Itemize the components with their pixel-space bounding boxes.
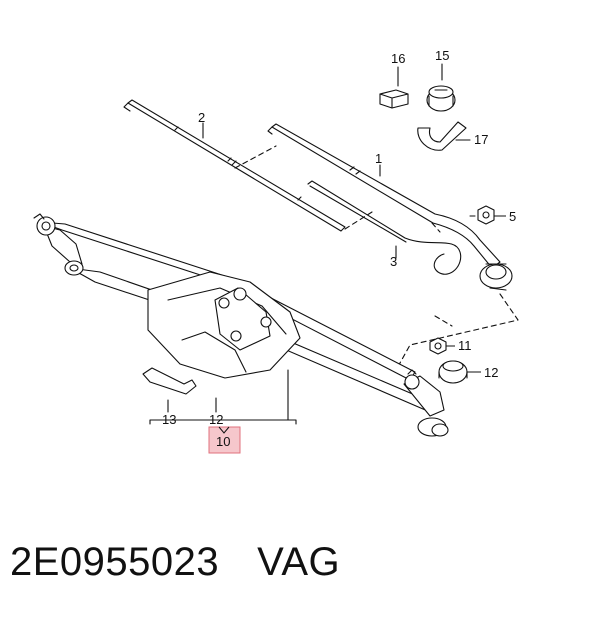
callout-13: 13 bbox=[162, 412, 176, 427]
cap-part-15 bbox=[426, 63, 456, 112]
callout-10: 10 bbox=[216, 434, 230, 449]
callout-2: 2 bbox=[198, 110, 205, 125]
washer-hose-part-3 bbox=[307, 180, 462, 275]
label-leaders bbox=[167, 122, 397, 413]
callout-12-right: 12 bbox=[484, 365, 498, 380]
callout-15: 15 bbox=[435, 48, 449, 63]
bottom-bracket bbox=[149, 369, 297, 425]
highlight-box bbox=[208, 426, 241, 454]
part-number: 2E0955023 bbox=[10, 540, 220, 584]
nut-part-5 bbox=[477, 205, 495, 225]
callout-5: 5 bbox=[509, 209, 516, 224]
wiper-arm-part-1 bbox=[267, 123, 501, 269]
callout-3: 3 bbox=[390, 254, 397, 269]
grommet-part-12 bbox=[438, 360, 468, 384]
wiper-blade-part-2 bbox=[123, 99, 346, 232]
wiper-arm-spindle bbox=[479, 263, 513, 291]
leader-lines bbox=[234, 145, 519, 373]
clip-part-17 bbox=[417, 121, 471, 151]
bracket-part-13 bbox=[142, 367, 197, 395]
nut-part-11 bbox=[429, 337, 447, 355]
callout-1: 1 bbox=[375, 151, 382, 166]
connector-part-16 bbox=[379, 66, 409, 109]
callout-17: 17 bbox=[474, 132, 488, 147]
callout-11: 11 bbox=[458, 338, 472, 353]
callout-16: 16 bbox=[391, 51, 405, 66]
caption: 2E0955023 VAG bbox=[10, 540, 340, 585]
brand-name: VAG bbox=[257, 540, 341, 584]
callout-12-bottom: 12 bbox=[209, 412, 223, 427]
wiper-linkage-part-10 bbox=[33, 213, 449, 437]
